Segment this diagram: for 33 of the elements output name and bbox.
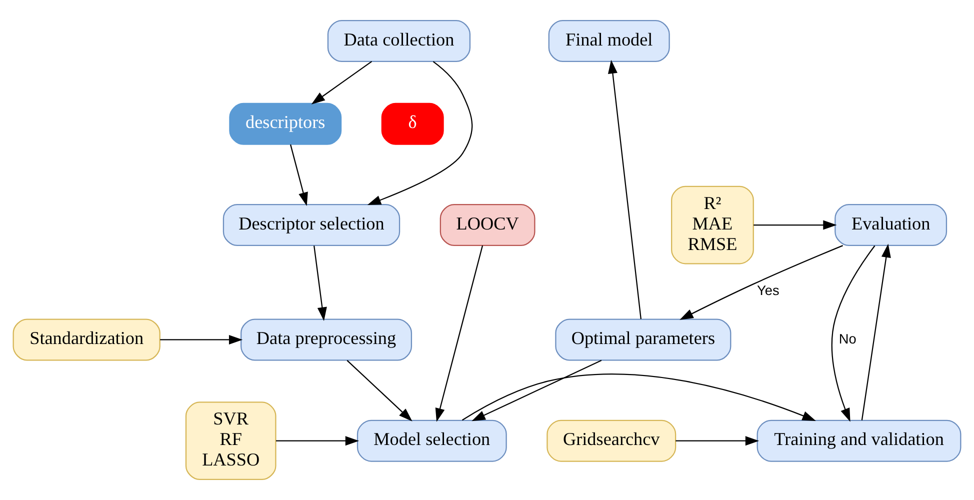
arrow (676, 436, 760, 446)
node-box: Data collection (327, 20, 471, 62)
arrow (276, 436, 360, 446)
node-box: descriptors (229, 102, 342, 145)
arrow (754, 220, 837, 230)
node-box: Gridsearchcv (546, 420, 676, 462)
arrow (680, 245, 844, 320)
arrow (608, 60, 642, 320)
node-box: Data preprocessing (240, 318, 412, 361)
arrow (290, 144, 308, 206)
arrow (861, 244, 891, 420)
arrow (462, 374, 816, 421)
arrow (314, 246, 327, 321)
node-box: Standardization (12, 318, 160, 361)
arrow (311, 60, 372, 104)
node-box: SVR RF LASSO (185, 402, 276, 480)
node-box: Model selection (356, 420, 507, 462)
arrow (831, 245, 876, 422)
arrow (472, 360, 602, 422)
node-box: Final model (548, 20, 670, 62)
node-box: Descriptor selection (222, 204, 400, 246)
node-box: Training and validation (756, 420, 962, 462)
node-box: R² MAE RMSE (671, 186, 754, 264)
node-box: δ (381, 102, 444, 145)
node-box: Optimal parameters (555, 318, 732, 361)
arrow (367, 61, 473, 206)
node-box: Evaluation (834, 204, 948, 246)
edge-label: Yes (757, 282, 780, 298)
arrow (160, 334, 243, 345)
edge-label: No (838, 331, 856, 346)
node-box: LOOCV (440, 204, 536, 246)
arrow (346, 360, 412, 422)
arrow (435, 245, 484, 422)
